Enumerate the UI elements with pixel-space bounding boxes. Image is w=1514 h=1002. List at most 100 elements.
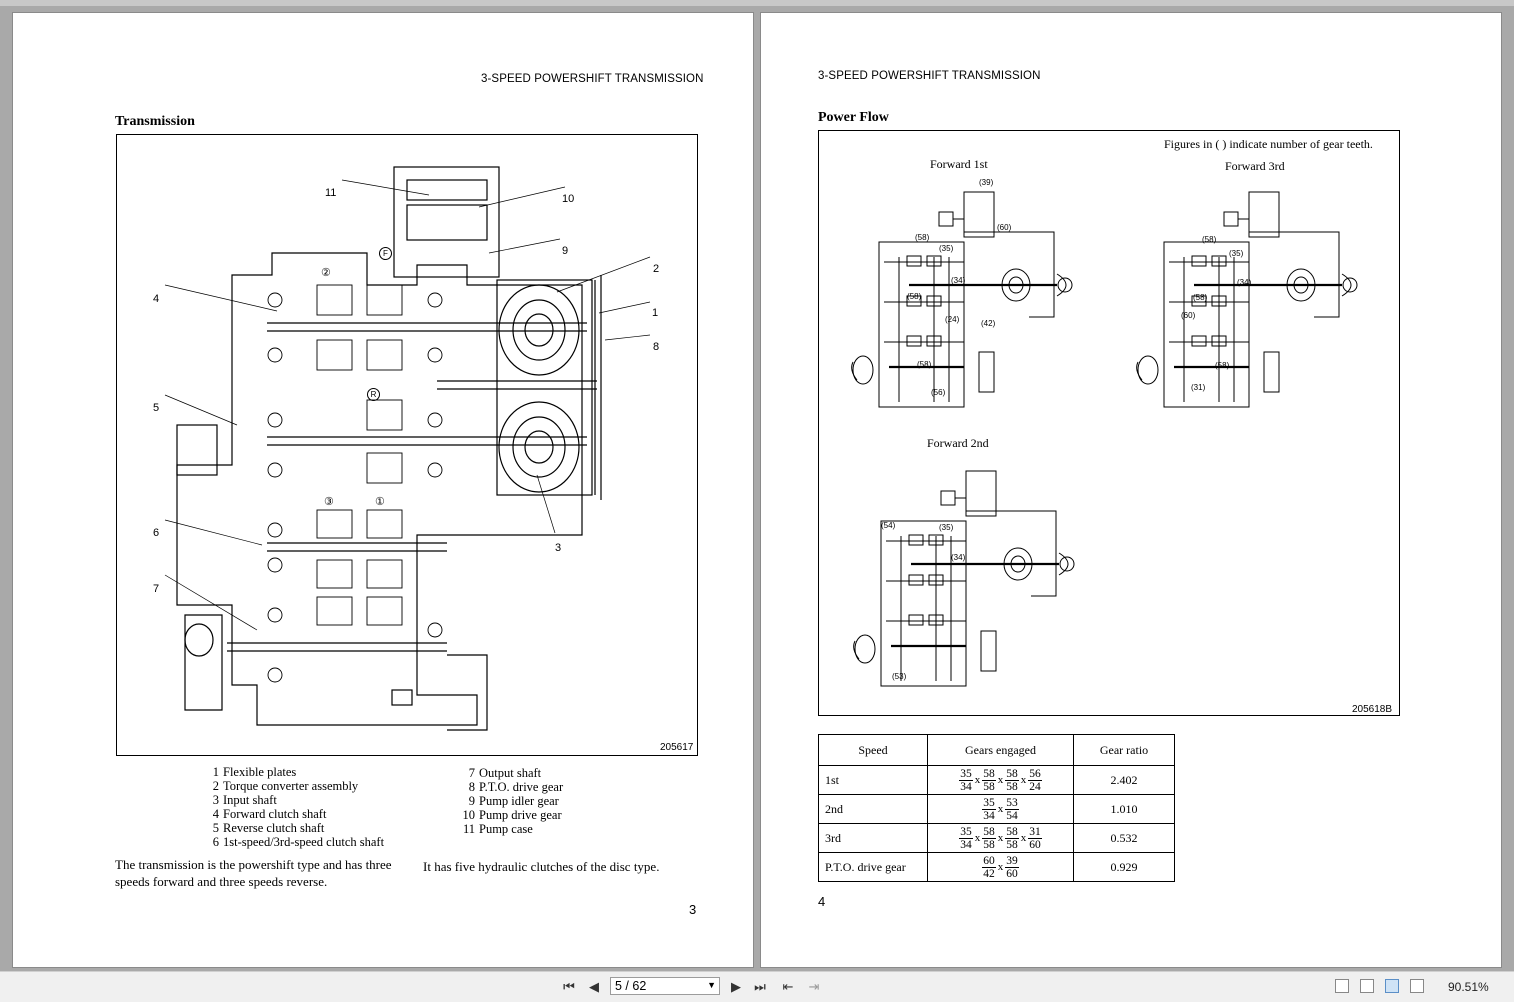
- callout-10: 10: [562, 193, 575, 205]
- body-paragraph-1: The transmission is the powershift type …: [115, 857, 392, 889]
- transmission-cross-section-drawing: [164, 166, 651, 731]
- body-paragraph-2: It has five hydraulic clutches of the di…: [423, 859, 660, 874]
- diagram-title-forward-2nd: Forward 2nd: [927, 436, 989, 450]
- section-title: Power Flow: [818, 110, 889, 125]
- page-indicator: 5 / 62: [615, 979, 647, 993]
- teeth-label: (60): [1181, 311, 1196, 320]
- col-header-speed: Speed: [818, 734, 928, 766]
- single-page-view-icon[interactable]: [1335, 979, 1349, 993]
- teeth-label: (42): [981, 319, 996, 328]
- callout-7: 7: [153, 583, 160, 595]
- teeth-label: (58): [915, 233, 930, 242]
- teeth-label: (56): [931, 388, 946, 397]
- table-header-row: Speed Gears engaged Gear ratio: [818, 734, 1175, 766]
- callout-6: 6: [153, 527, 160, 539]
- col-header-gears: Gears engaged: [927, 734, 1074, 766]
- page-number: 4: [818, 894, 826, 909]
- page-number: 3: [689, 902, 697, 917]
- callout-1: 1: [652, 307, 659, 319]
- teeth-label: (58): [1202, 235, 1217, 244]
- col-header-ratio: Gear ratio: [1073, 734, 1175, 766]
- gear-teeth-note: Figures in ( ) indicate number of gear t…: [1164, 137, 1373, 151]
- teeth-label: (35): [939, 523, 954, 532]
- teeth-label: (58): [917, 360, 932, 369]
- zoom-level[interactable]: 90.51%: [1448, 980, 1489, 994]
- viewer-toolbar: ⏮ ◀ 5 / 62 ▼ ▶ ⏭ ⇤ ⇥ 90.51%: [0, 971, 1514, 1002]
- diagram-title-forward-1st: Forward 1st: [930, 157, 988, 171]
- power-flow-figure: Figures in ( ) indicate number of gear t…: [818, 130, 1400, 716]
- teeth-label: (24): [945, 315, 960, 324]
- mark-clutch-2: ②: [321, 267, 331, 279]
- teeth-label: (58): [1193, 293, 1208, 302]
- document-page-4: 3-SPEED POWERSHIFT TRANSMISSION Power Fl…: [760, 12, 1502, 968]
- teeth-label: (31): [1191, 383, 1206, 392]
- ratio-cell: 0.929: [1073, 852, 1175, 882]
- teeth-label: (54): [881, 521, 896, 530]
- mark-clutch-3: ③: [324, 496, 334, 508]
- callout-5: 5: [153, 402, 160, 414]
- page-select[interactable]: 5 / 62 ▼: [610, 977, 720, 995]
- figure-code: 205617: [660, 742, 694, 753]
- teeth-label: (35): [939, 244, 954, 253]
- callout-4: 4: [153, 293, 160, 305]
- go-forward-icon[interactable]: ⇥: [808, 979, 820, 994]
- mark-reverse: R: [367, 388, 380, 401]
- ratio-cell: 2.402: [1073, 765, 1175, 795]
- speed-cell: P.T.O. drive gear: [818, 852, 928, 882]
- chevron-down-icon: ▼: [707, 980, 716, 990]
- speed-cell: 3rd: [818, 823, 928, 853]
- ratio-cell: 1.010: [1073, 794, 1175, 824]
- diagram-title-forward-3rd: Forward 3rd: [1225, 159, 1285, 173]
- first-page-icon[interactable]: ⏮: [563, 979, 575, 994]
- power-flow-schematics: [850, 190, 1359, 688]
- teeth-label: (39): [979, 178, 994, 187]
- teeth-label: (53): [892, 672, 907, 681]
- continuous-view-icon[interactable]: [1360, 979, 1374, 993]
- running-head: 3-SPEED POWERSHIFT TRANSMISSION: [818, 70, 1041, 82]
- teeth-label: (34): [951, 276, 966, 285]
- prev-page-icon[interactable]: ◀: [589, 979, 599, 994]
- teeth-label: (58): [1215, 361, 1230, 370]
- next-page-icon[interactable]: ▶: [731, 979, 741, 994]
- callout-2: 2: [653, 263, 660, 275]
- teeth-label: (35): [1229, 249, 1244, 258]
- callout-3: 3: [555, 542, 562, 554]
- window-top-strip: [0, 0, 1514, 6]
- two-page-view-icon[interactable]: [1385, 979, 1399, 993]
- callout-9: 9: [562, 245, 569, 257]
- callout-8: 8: [653, 341, 660, 353]
- mark-clutch-1: ①: [375, 496, 385, 508]
- last-page-icon[interactable]: ⏭: [754, 979, 766, 994]
- transmission-figure: 11 10 9 2 1 8 4 5 6 7 3 ② F R ③ ① 205617: [116, 134, 698, 756]
- running-head: 3-SPEED POWERSHIFT TRANSMISSION: [481, 73, 704, 85]
- mark-forward: F: [379, 247, 392, 260]
- go-back-icon[interactable]: ⇤: [782, 979, 794, 994]
- teeth-label: (58): [907, 292, 922, 301]
- document-page-3: 3-SPEED POWERSHIFT TRANSMISSION Transmis…: [12, 12, 754, 968]
- teeth-label: (60): [997, 223, 1012, 232]
- ratio-cell: 0.532: [1073, 823, 1175, 853]
- speed-cell: 2nd: [818, 794, 928, 824]
- two-page-continuous-view-icon[interactable]: [1410, 979, 1424, 993]
